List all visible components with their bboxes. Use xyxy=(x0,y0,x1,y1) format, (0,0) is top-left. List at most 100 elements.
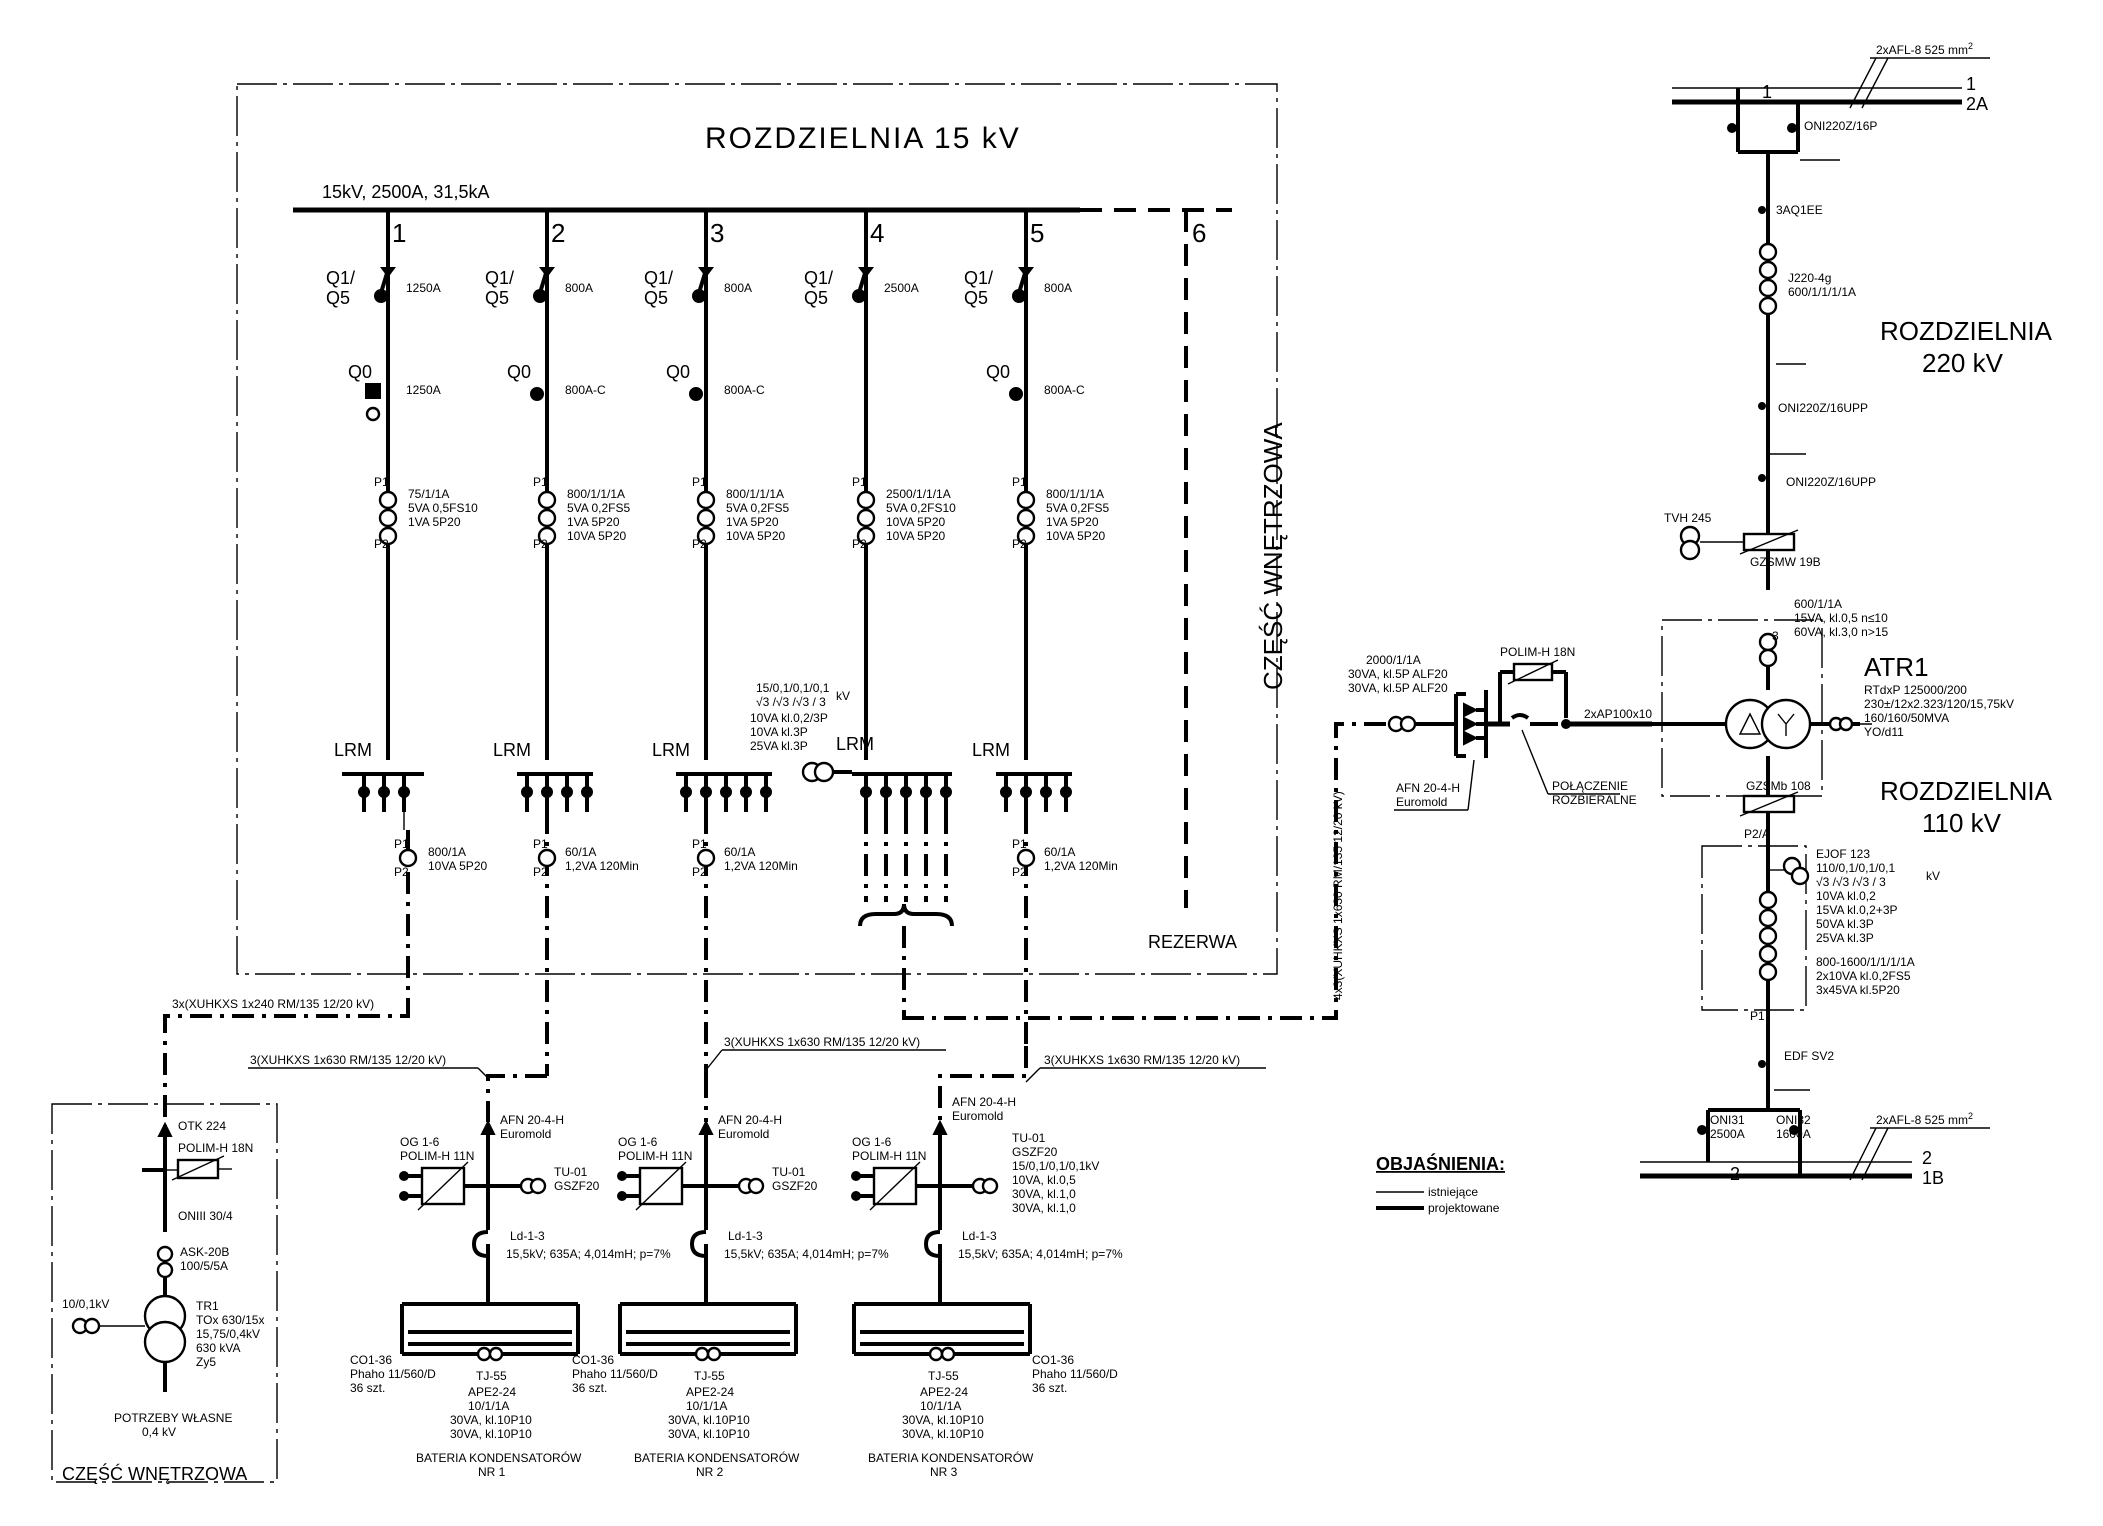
conductor-label: 2xAFL-8 525 mm2 xyxy=(1876,1111,1973,1127)
surge-arrester-icon xyxy=(176,1158,220,1180)
ape-line: 30VA, kl.10P10 xyxy=(668,1413,750,1427)
earth-switch-code: Q0 xyxy=(348,362,372,382)
bay-number: 2 xyxy=(551,218,565,248)
terminal-p2: P2 xyxy=(692,537,707,551)
breaker-code-1: Q1/ xyxy=(804,268,833,288)
og-label: OG 1-6 xyxy=(400,1135,440,1149)
bay-number: 1 xyxy=(392,218,406,248)
ct2-line: 10VA 5P20 xyxy=(428,859,487,873)
ape-line: 30VA, kl.10P10 xyxy=(450,1427,532,1441)
bay-number: 6 xyxy=(1192,218,1206,248)
reserve-label: REZERWA xyxy=(1148,932,1237,952)
ape-line: 30VA, kl.10P10 xyxy=(902,1427,984,1441)
ct-line: 5VA 0,2FS5 xyxy=(726,501,789,515)
tvh-label: TVH 245 xyxy=(1664,511,1712,525)
ct2-icon xyxy=(1016,848,1036,868)
bank-title-1: BATERIA KONDENSATORÓW xyxy=(868,1450,1034,1465)
ct-line: 3x45VA kl.5P20 xyxy=(1816,983,1900,997)
afn-label: AFN 20-4-H xyxy=(952,1095,1016,1109)
tj-label: TJ-55 xyxy=(694,1369,725,1383)
polim-label: POLIM-H 11N xyxy=(852,1149,926,1163)
ct-line: 800-1600/1/1/1/1A xyxy=(1816,955,1915,969)
ct-line: 5VA 0,2FS5 xyxy=(1046,501,1109,515)
tj-icon xyxy=(694,1346,710,1362)
vt-line: 10VA kl.0,2/3P xyxy=(750,711,828,725)
ask-ratio: 100/5/5A xyxy=(180,1259,228,1273)
cable-label-bank1: 3(XUHKXS 1x630 RM/135 12/20 kV) xyxy=(250,1053,446,1067)
ct-icon xyxy=(1758,890,1778,910)
earth-switch-code: Q0 xyxy=(507,362,531,382)
co-label: CO1-36 xyxy=(572,1353,614,1367)
conductor-label: 2xAFL-8 525 mm2 xyxy=(1876,41,1973,57)
reactor-icon xyxy=(471,1230,490,1259)
ct-line: 10VA 5P20 xyxy=(886,515,945,529)
terminal-p2: P2 xyxy=(692,865,707,879)
ct-icon xyxy=(537,490,557,510)
oni31-label: ONI31 xyxy=(1710,1113,1745,1127)
atr-small-3: 3 xyxy=(1772,629,1779,643)
gzs-label: GZSMW 19B xyxy=(1750,555,1821,569)
terminal-p2: P2 xyxy=(374,537,389,551)
euromold-label: Euromold xyxy=(500,1127,551,1141)
polim-label: POLIM-H 11N xyxy=(618,1149,692,1163)
phaho-label: Phaho 11/560/D xyxy=(350,1367,436,1381)
switchgear-220kv: ROZDZIELNIA 220 kV 2xAFL-8 525 mm2 1 1 2… xyxy=(1664,41,2053,590)
ld-label: Ld-1-3 xyxy=(510,1229,545,1243)
earth-switch-icon xyxy=(365,383,381,399)
cable-route-bank1 xyxy=(486,1074,547,1122)
tu-extra: 15/0,1/0,1/0,1kV xyxy=(1012,1159,1099,1173)
ct2-line: 60/1A xyxy=(565,845,596,859)
autotransformer-atr1: 3 600/1/1A 15VA, kl.0,5 n≤10 60VA, kl.3,… xyxy=(1652,597,2014,797)
disconnector-icon xyxy=(1697,1125,1707,1135)
afn-label: AFN 20-4-H xyxy=(1396,781,1460,795)
lrm-label: LRM xyxy=(652,740,690,760)
ape-line: APE2-24 xyxy=(920,1385,968,1399)
lrm-label: LRM xyxy=(493,740,531,760)
ct-line: 30VA, kl.5P ALF20 xyxy=(1348,681,1448,695)
ct-line: 5VA 0,5FS10 xyxy=(408,501,478,515)
breaker-rating: 800A xyxy=(565,281,593,295)
atr-ct-line: 15VA, kl.0,5 n≤10 xyxy=(1794,611,1888,625)
breaker-rating: 800A xyxy=(1044,281,1072,295)
title-220kv-2: 220 kV xyxy=(1922,348,2004,378)
earth-switch-code: Q0 xyxy=(986,362,1010,382)
co-label: CO1-36 xyxy=(350,1353,392,1367)
euromold-label: Euromold xyxy=(952,1109,1003,1123)
ct-icon xyxy=(856,490,876,510)
bank-title-2: NR 3 xyxy=(930,1465,958,1479)
bay-5: 5 Q1/ Q5 800A Q0 800A-C P1 P2 800/1/1/1A… xyxy=(964,210,1118,1046)
reactor-icon xyxy=(923,1230,942,1259)
line-1-label: 1 xyxy=(1966,74,1976,94)
terminal-p1: P1 xyxy=(692,837,707,851)
ct2-line: 1,2VA 120Min xyxy=(1044,859,1118,873)
bank-title-1: BATERIA KONDENSATORÓW xyxy=(416,1450,582,1465)
line-1-label-left: 1 xyxy=(1762,82,1772,102)
polim-label: POLIM-H 18N xyxy=(178,1141,253,1155)
oni3-label: ONI220Z/16UPP xyxy=(1786,475,1876,489)
ct-line: 1VA 5P20 xyxy=(1046,515,1099,529)
indoor-part-bottom-label: CZĘŚĆ WNĘTRZOWA xyxy=(62,1463,247,1484)
tu-extra: 30VA, kl.1,0 xyxy=(1012,1187,1076,1201)
earth-switch-rating: 1250A xyxy=(406,383,441,397)
ct2-line: 60/1A xyxy=(724,845,755,859)
ape-line: 10/1/1A xyxy=(686,1399,727,1413)
ape-line: APE2-24 xyxy=(468,1385,516,1399)
vt-line: 25VA kl.3P xyxy=(1816,931,1874,945)
earth-switch-rating: 800A-C xyxy=(724,383,765,397)
indoor-part-vertical-label: CZĘŚĆ WNĘTRZOWA xyxy=(1258,422,1288,690)
tr-line: TOx 630/15x xyxy=(196,1313,264,1327)
busbar-label: 2xAP100x10 xyxy=(1584,707,1652,721)
ct-line: 10VA 5P20 xyxy=(1046,529,1105,543)
ape-line: 10/1/1A xyxy=(468,1399,509,1413)
afn-label: AFN 20-4-H xyxy=(500,1113,564,1127)
terminal-p1: P1 xyxy=(692,475,707,489)
ape-line: 30VA, kl.10P10 xyxy=(902,1413,984,1427)
vt-line: 15VA kl.0,2+3P xyxy=(1816,903,1898,917)
disconnector-icon xyxy=(1727,123,1737,133)
busbar-rating: 15kV, 2500A, 31,5kA xyxy=(322,182,489,202)
lrm-label: LRM xyxy=(972,740,1010,760)
atr-spec: YO/d11 xyxy=(1864,725,1904,739)
connection-label-1: POŁĄCZENIE xyxy=(1552,779,1628,793)
ct-line: 75/1/1A xyxy=(408,487,449,501)
